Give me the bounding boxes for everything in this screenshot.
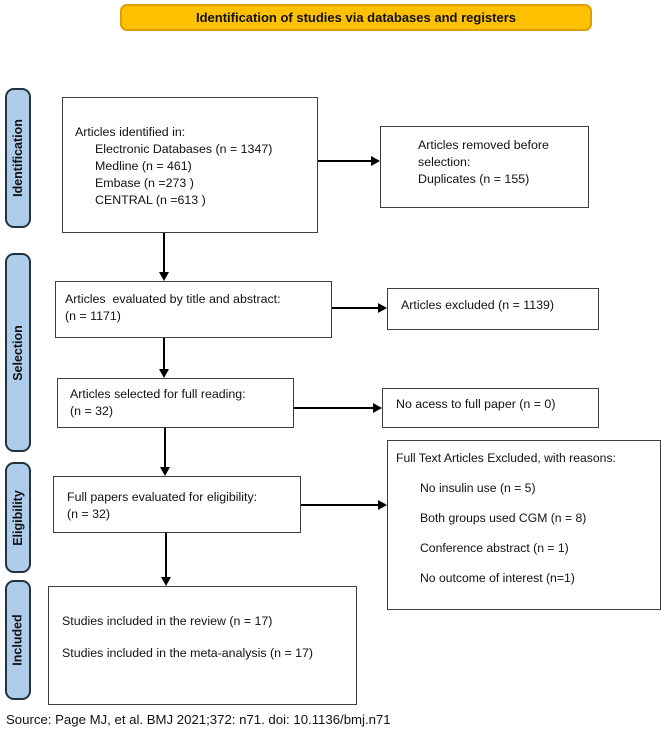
arrow-fullpapers-to-included-shaft [165, 533, 167, 577]
stage-included: Included [5, 580, 31, 700]
box-no-access: No acess to full paper (n = 0) [382, 388, 599, 428]
identified-item-medline: Medline (n = 461) [95, 159, 192, 173]
box-evaluated-title-abstract: Articles evaluated by title and abstract… [55, 281, 332, 338]
stage-selection: Selection [5, 253, 31, 452]
included-review-line: Studies included in the review (n = 17) [62, 614, 273, 628]
arrow-selected-to-noaccess-shaft [294, 407, 373, 409]
reason-conference-abstract: Conference abstract (n = 1) [420, 541, 569, 555]
arrow-evaluated-to-selected-head [159, 369, 169, 378]
included-meta-analysis-line: Studies included in the meta-analysis (n… [62, 646, 314, 660]
arrow-fullpapers-to-included-head [161, 577, 171, 586]
evaluated-line-1: Articles evaluated by title and abstract… [65, 292, 281, 306]
no-access-label: No acess to full paper (n = 0) [396, 397, 556, 411]
arrow-evaluated-to-selected-shaft [163, 338, 165, 369]
arrow-identified-to-removed-head [371, 156, 380, 166]
arrow-selected-to-fullpapers-shaft [164, 428, 166, 467]
stage-label-included: Included [11, 614, 25, 666]
reason-no-insulin: No insulin use (n = 5) [420, 481, 536, 495]
arrow-identified-to-evaluated-head [159, 272, 169, 281]
stage-eligibility: Eligibility [5, 462, 31, 573]
source-citation: Source: Page MJ, et al. BMJ 2021;372: n7… [6, 712, 391, 727]
stage-label-eligibility: Eligibility [11, 489, 25, 546]
arrow-evaluated-to-excluded-shaft [332, 307, 378, 309]
arrow-fullpapers-to-excluded-head [378, 500, 387, 510]
eligibility-line-2: (n = 32) [67, 507, 111, 521]
articles-excluded-label: Articles excluded (n = 1139) [401, 298, 555, 312]
box-articles-identified: Articles identified in: Electronic Datab… [62, 97, 318, 233]
box-articles-removed: Articles removed before selection: Dupli… [380, 126, 589, 208]
stage-label-selection: Selection [11, 324, 26, 381]
identified-item-electronic-databases: Electronic Databases (n = 1347) [95, 142, 273, 156]
arrow-selected-to-noaccess-head [373, 403, 382, 413]
arrow-evaluated-to-excluded-head [378, 303, 387, 313]
identified-item-embase: Embase (n =273 ) [95, 176, 194, 190]
selected-line-1: Articles selected for full reading: [70, 387, 246, 401]
reason-no-outcome: No outcome of interest (n=1) [420, 571, 575, 585]
stage-label-identification: Identification [11, 119, 25, 197]
arrow-fullpapers-to-excluded-shaft [301, 504, 378, 506]
identified-item-central: CENTRAL (n =613 ) [95, 193, 206, 207]
arrow-selected-to-fullpapers-head [160, 467, 170, 476]
eligibility-line-1: Full papers evaluated for eligibility: [67, 490, 258, 504]
box-selected-full-reading: Articles selected for full reading: (n =… [57, 378, 294, 428]
banner-title: Identification of studies via databases … [120, 4, 592, 31]
box-full-papers-eligibility: Full papers evaluated for eligibility: (… [53, 476, 301, 533]
full-text-excluded-title: Full Text Articles Excluded, with reason… [396, 451, 616, 465]
box-articles-excluded: Articles excluded (n = 1139) [387, 288, 599, 330]
box-included-studies: Studies included in the review (n = 17) … [48, 586, 357, 705]
box-articles-identified-title: Articles identified in: [75, 125, 186, 139]
box-full-text-excluded: Full Text Articles Excluded, with reason… [387, 440, 661, 610]
selected-line-2: (n = 32) [70, 404, 114, 418]
evaluated-line-2: (n = 1171) [65, 309, 121, 323]
removed-line-2: selection: [418, 155, 471, 169]
stage-identification: Identification [5, 88, 31, 228]
arrow-identified-to-evaluated-shaft [163, 233, 165, 272]
reason-both-groups-cgm: Both groups used CGM (n = 8) [420, 511, 587, 525]
removed-line-duplicates: Duplicates (n = 155) [418, 172, 530, 186]
removed-line-1: Articles removed before [418, 138, 549, 152]
arrow-identified-to-removed-shaft [318, 160, 371, 162]
